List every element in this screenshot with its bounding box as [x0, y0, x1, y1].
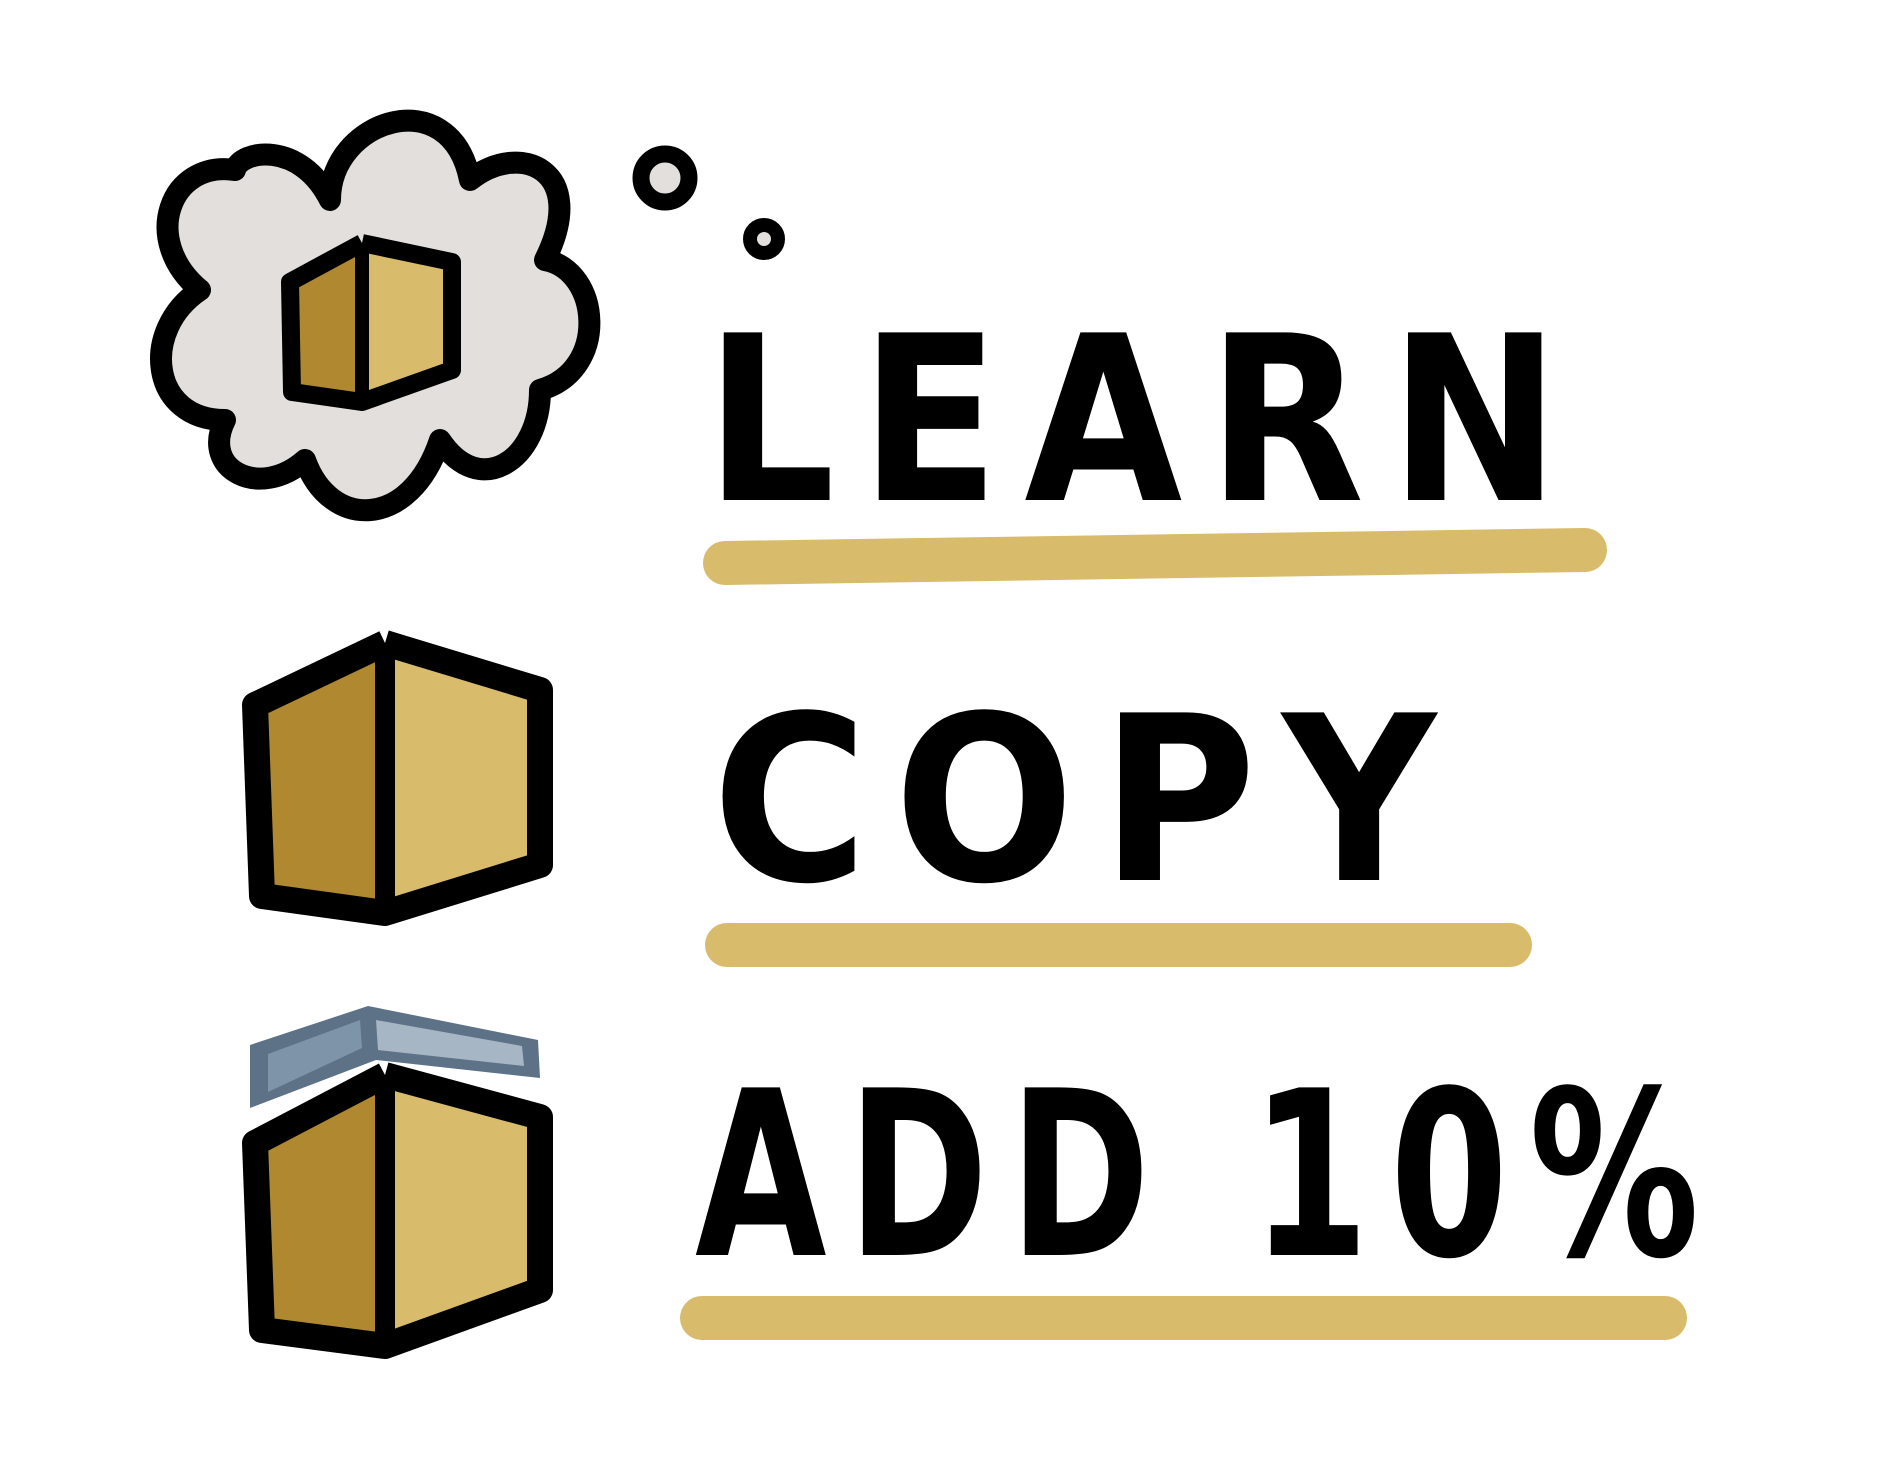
- thought-bubble-small: [743, 218, 785, 260]
- underline-learn: [703, 528, 1607, 585]
- box-icon: [242, 630, 553, 926]
- box-with-lid-icon: [242, 1006, 553, 1359]
- step-label-learn: LEARN: [705, 288, 1585, 555]
- small-box-icon: [281, 234, 461, 411]
- thought-bubble-large: [632, 145, 698, 211]
- step-label-add: ADD 10%: [695, 1043, 1720, 1310]
- thought-cloud-icon: [150, 109, 785, 522]
- step-label-copy: COPY: [712, 668, 1462, 935]
